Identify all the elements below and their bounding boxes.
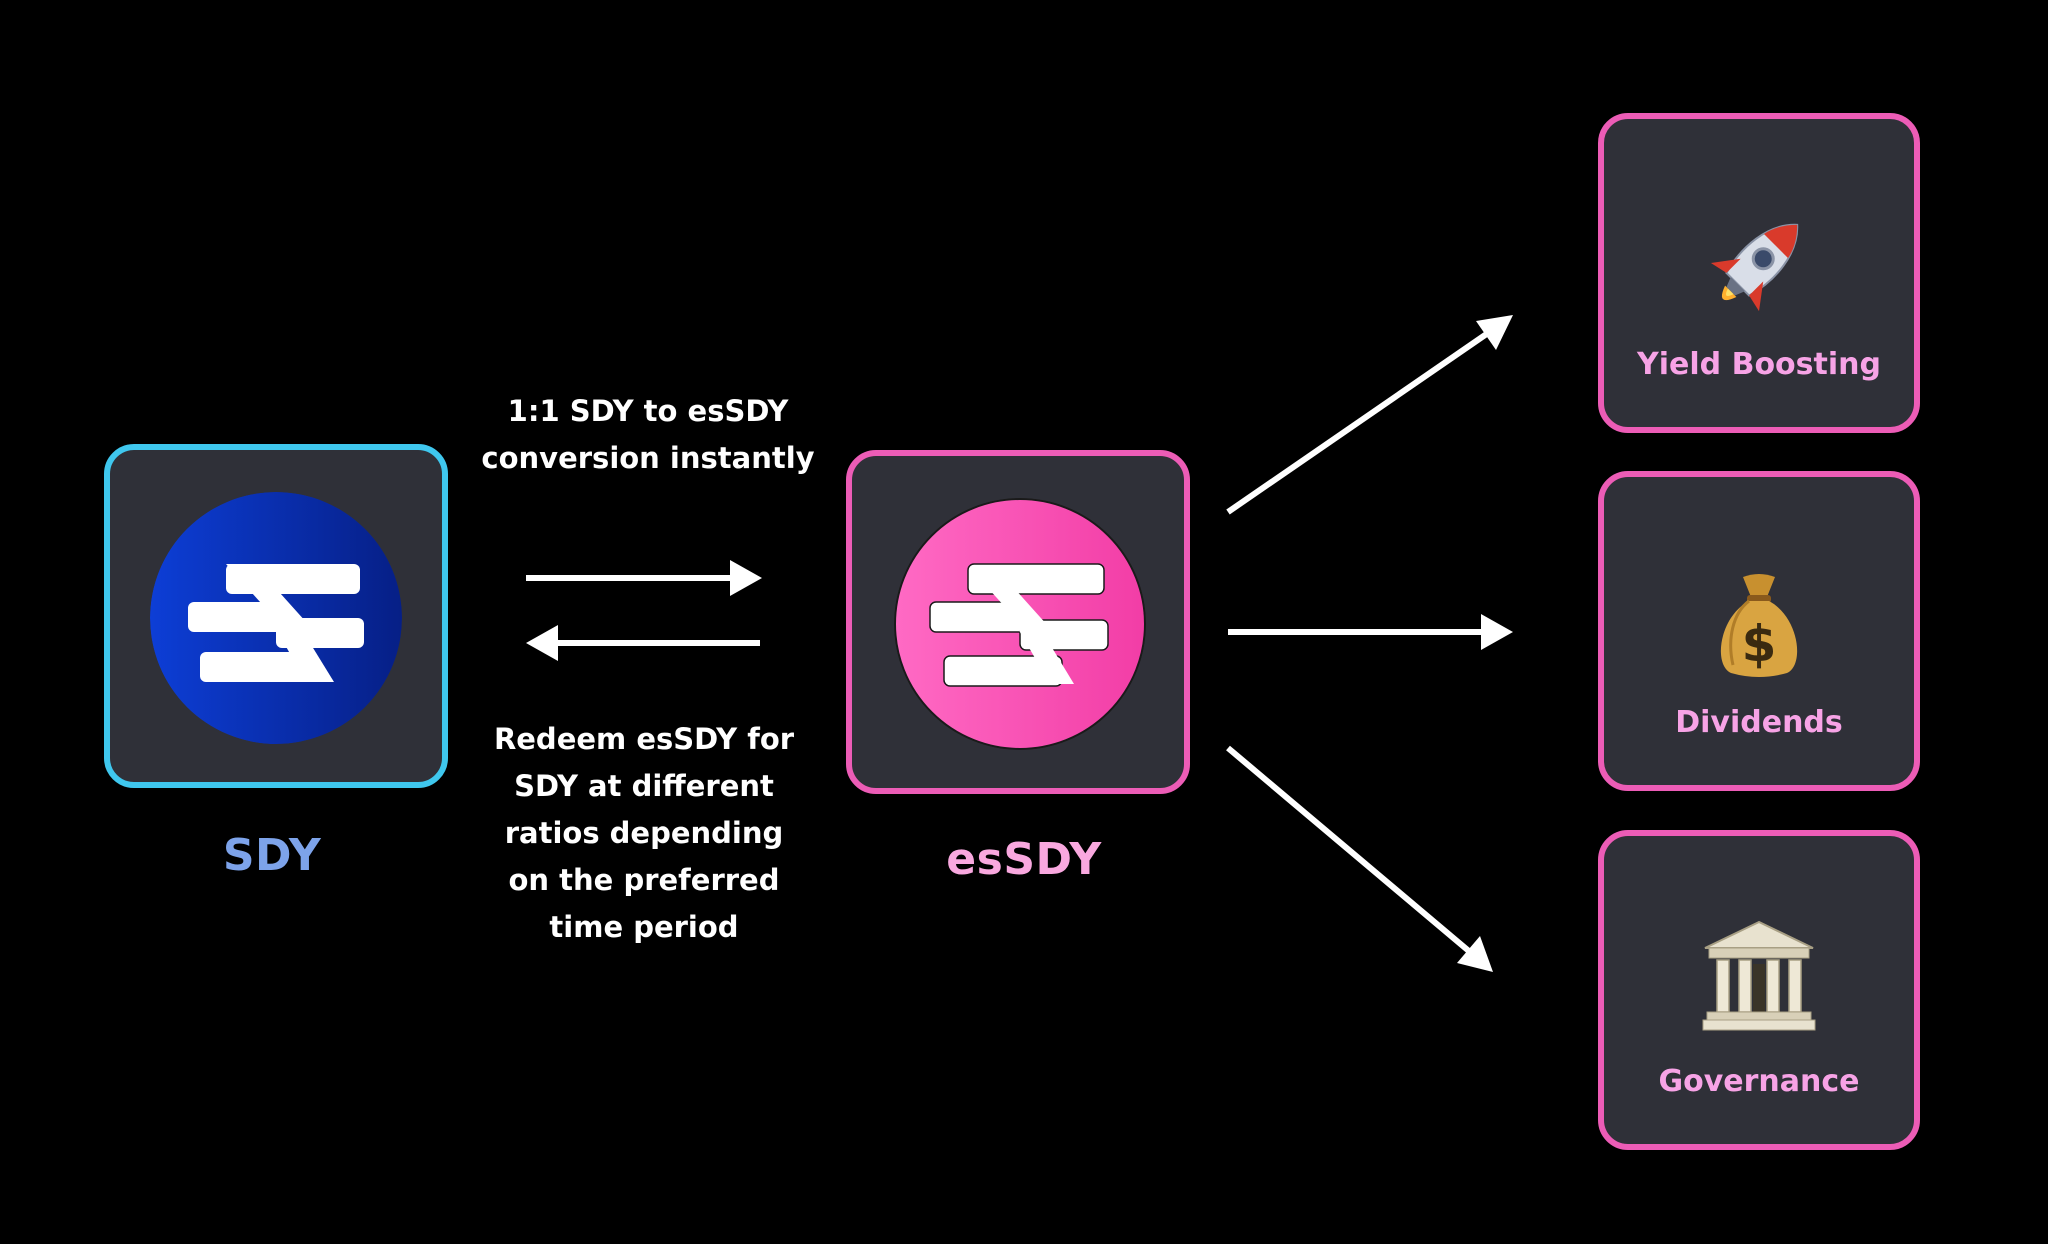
benefit-card-dividends: $ Dividends bbox=[1598, 471, 1920, 791]
sdy-label: SDY bbox=[222, 830, 322, 881]
governance-label: Governance bbox=[1658, 1064, 1860, 1099]
arrow-to-essdy bbox=[526, 560, 762, 596]
arrow-to-dividends bbox=[1228, 614, 1513, 650]
conversion-note: 1:1 SDY to esSDY conversion instantly bbox=[481, 394, 815, 475]
sdy-logo-icon bbox=[150, 492, 402, 744]
redeem-note: Redeem esSDY for SDY at different ratios… bbox=[493, 722, 795, 944]
arrow-to-sdy bbox=[526, 625, 760, 661]
dividends-label: Dividends bbox=[1675, 705, 1843, 740]
sdy-card bbox=[104, 444, 448, 788]
money-bag-icon: $ bbox=[1709, 569, 1809, 679]
essdy-logo-icon bbox=[894, 498, 1146, 750]
arrow-to-yield-boosting bbox=[1226, 315, 1513, 515]
yield-boosting-label: Yield Boosting bbox=[1637, 347, 1881, 382]
classical-building-icon bbox=[1701, 918, 1817, 1034]
essdy-label: esSDY bbox=[946, 834, 1102, 885]
benefit-card-yield-boosting: Yield Boosting bbox=[1598, 113, 1920, 433]
svg-text:$: $ bbox=[1742, 615, 1777, 673]
arrow-to-governance bbox=[1226, 745, 1493, 972]
benefit-card-governance: Governance bbox=[1598, 830, 1920, 1150]
rocket-icon bbox=[1699, 203, 1819, 323]
essdy-card bbox=[846, 450, 1190, 794]
